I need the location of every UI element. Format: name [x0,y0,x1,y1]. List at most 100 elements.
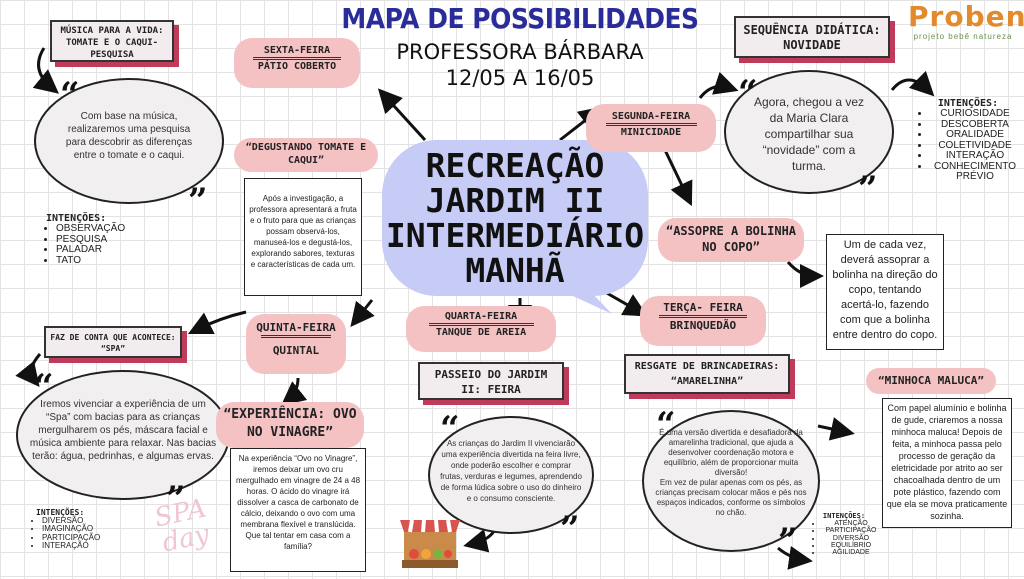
center-line-1: RECREAÇÃO [425,146,605,185]
spa-intentions-title: INTENÇÕES: [36,508,85,517]
monday-day: SEGUNDA-FEIRA [611,111,691,122]
arrow-hopscotch-to-intent [777,545,813,570]
proben-logo: Proben projeto bebê natureza [908,0,1024,48]
tasting-text-box: Após a investigação, a professora aprese… [244,178,362,296]
spa-intentions: INTENÇÕES: DIVERSÃO IMAGINAÇÃO PARTICIPA… [18,508,100,551]
novelty-title-card: SEQUÊNCIA DIDÁTICA: NOVIDADE [734,16,890,58]
arrow-hopscotch-to-worm [817,417,855,441]
music-intentions-title: INTENÇÕES: [46,213,107,224]
music-intentions: INTENÇÕES: OBSERVAÇÃO PESQUISA PALADAR T… [28,213,125,266]
novelty-intent-item: DESCOBERTA [930,119,1020,131]
hopscotch-quote-open: “ [656,405,676,445]
center-line-3: INTERMEDIÁRIO [385,216,645,255]
music-quote-open: “ [60,75,80,115]
market-stall-icon [400,519,460,568]
egg-text: Na experiência “Ovo no Vinagre”, iremos … [235,454,361,529]
arrow-novelty-to-intent [890,70,935,97]
spa-bubble: Iremos vivenciar a experiência de um “Sp… [16,370,230,500]
market-title-card: PASSEIO DO JARDIM II: FEIRA [418,362,564,400]
thursday-day: QUINTA-FEIRA [256,321,336,334]
logo-subtext: projeto bebê natureza [913,32,1013,41]
page-title: MAPA DE POSSIBILIDADES [341,2,699,35]
novelty-quote-close: ” [858,169,878,209]
novelty-intentions-title: INTENÇÕES: [937,98,999,109]
spa-intent-item: INTERAÇÃO [42,541,100,550]
tuesday-pill: TERÇA- FEIRA BRINQUEDÃO [640,296,766,346]
friday-day: SEXTA-FEIRA [263,45,331,56]
spa-intent-item: IMAGINAÇÃO [42,524,100,533]
hopscotch-text-1: É uma versão divertida e desafiadora da … [659,428,803,477]
worm-text-box: Com papel alumínio e bolinha de gude, cr… [882,398,1012,528]
hopscotch-intent-item: ATENÇÃO [822,520,880,527]
arrow-spa-to-bubble [15,353,42,388]
hopscotch-quote-close: ” [778,521,798,561]
arrow-to-tuesday [604,290,648,317]
music-text: Com base na música, realizaremos uma pes… [65,111,193,161]
hopscotch-intent-item: EQUILÍBRIO [822,542,880,549]
spa-quote-close: ” [166,479,186,519]
music-intent-item: PESQUISA [56,234,125,246]
market-bubble: As crianças do Jardim II vivenciarão uma… [428,416,594,534]
hopscotch-intentions-title: INTENÇÕES: [822,512,866,520]
hopscotch-intent-item: PARTICIPAÇÃO [822,527,880,534]
music-bubble: Com base na música, realizaremos uma pes… [34,78,224,204]
egg-title-pill: “EXPERIÊNCIA: OVO NO VINAGRE” [216,402,364,448]
novelty-intent-item: CURIOSIDADE [930,108,1020,120]
friday-activity: PÁTIO COBERTO [257,61,337,72]
date-range: 12/05 A 16/05 [445,66,595,90]
novelty-bubble: Agora, chegou a vez da Maria Clara compa… [724,70,894,194]
center-line-2: JARDIM II [425,181,605,220]
ball-text-box: Um de cada vez, deverá assoprar a bolinh… [826,234,944,350]
arrow-to-friday [377,88,427,142]
thursday-pill: QUINTA-FEIRA QUINTAL [246,314,346,374]
spa-title-card: FAZ DE CONTA QUE ACONTECE: “SPA” [44,326,182,358]
teacher-name: PROFESSORA BÁRBARA [396,40,644,64]
spa-day-text: SPA day [152,493,212,559]
tuesday-day: TERÇA- FEIRA [663,301,743,314]
logo-text: Proben [908,0,1024,33]
hopscotch-intent-item: AGILIDADE [822,549,880,556]
music-title-card: MÚSICA PARA A VIDA: TOMATE E O CAQUI- PE… [50,20,174,62]
spa-intent-item: DIVERSÃO [42,516,100,525]
arrow-ball-to-text [786,261,824,288]
center-title-bubble: RECREAÇÃO JARDIM II INTERMEDIÁRIO MANHÃ [382,140,648,296]
novelty-intentions: INTENÇÕES: CURIOSIDADE DESCOBERTA ORALID… [916,98,1020,183]
monday-pill: SEGUNDA-FEIRA MINICIDADE [586,104,716,152]
wednesday-pill: QUARTA-FEIRA TANQUE DE AREIA [406,306,556,352]
market-text: As crianças do Jardim II vivenciarão uma… [440,439,582,503]
music-intent-item: PALADAR [56,244,125,256]
egg-text-box: Na experiência “Ovo no Vinagre”, iremos … [230,448,366,572]
tuesday-activity: BRINQUEDÃO [669,319,737,332]
novelty-intent-item: ORALIDADE [930,129,1020,141]
monday-activity: MINICIDADE [620,127,682,138]
arrow-thursday-to-egg [280,377,308,406]
novelty-text: Agora, chegou a vez da Maria Clara compa… [753,95,865,173]
hopscotch-intentions: INTENÇÕES: ATENÇÃO PARTICIPAÇÃO DIVERSÃO… [808,512,880,557]
tasting-title-pill: “DEGUSTANDO TOMATE E CAQUI” [234,138,378,172]
arrow-music-to-bubble [32,47,59,94]
arrow-to-thursday [350,299,375,328]
thursday-activity: QUINTAL [272,344,320,357]
hopscotch-text-2: Em vez de pular apenas com os pés, as cr… [655,478,807,517]
friday-pill: SEXTA-FEIRA PÁTIO COBERTO [234,38,360,88]
market-quote-open: “ [440,409,460,449]
spa-quote-open: “ [34,367,54,407]
music-intent-item: OBSERVAÇÃO [56,223,125,235]
center-line-4: MANHÃ [465,251,565,290]
spa-text: Iremos vivenciar a experiência de um “Sp… [29,399,217,462]
novelty-intent-item: COLETIVIDADE [930,140,1020,152]
wednesday-day: QUARTA-FEIRA [444,311,518,322]
hopscotch-intent-item: DIVERSÃO [822,535,880,542]
hopscotch-title-card: RESGATE DE BRINCADEIRAS: “AMARELINHA” [624,354,790,394]
novelty-intent-item: INTERAÇÃO [930,150,1020,162]
arrow-thursday-to-spa [187,310,247,335]
hopscotch-bubble: É uma versão divertida e desafiadora da … [642,410,820,552]
egg-question: Que tal tentar em casa com a família? [245,531,351,551]
music-quote-close: ” [188,181,208,221]
arrow-monday-to-novelty [698,71,739,99]
music-intent-item: TATO [56,255,125,267]
worm-title-pill: “MINHOCA MALUCA” [866,368,996,394]
spa-intent-item: PARTICIPAÇÃO [42,533,100,542]
ball-title-pill: “ASSOPRE A BOLINHA NO COPO” [658,218,804,262]
